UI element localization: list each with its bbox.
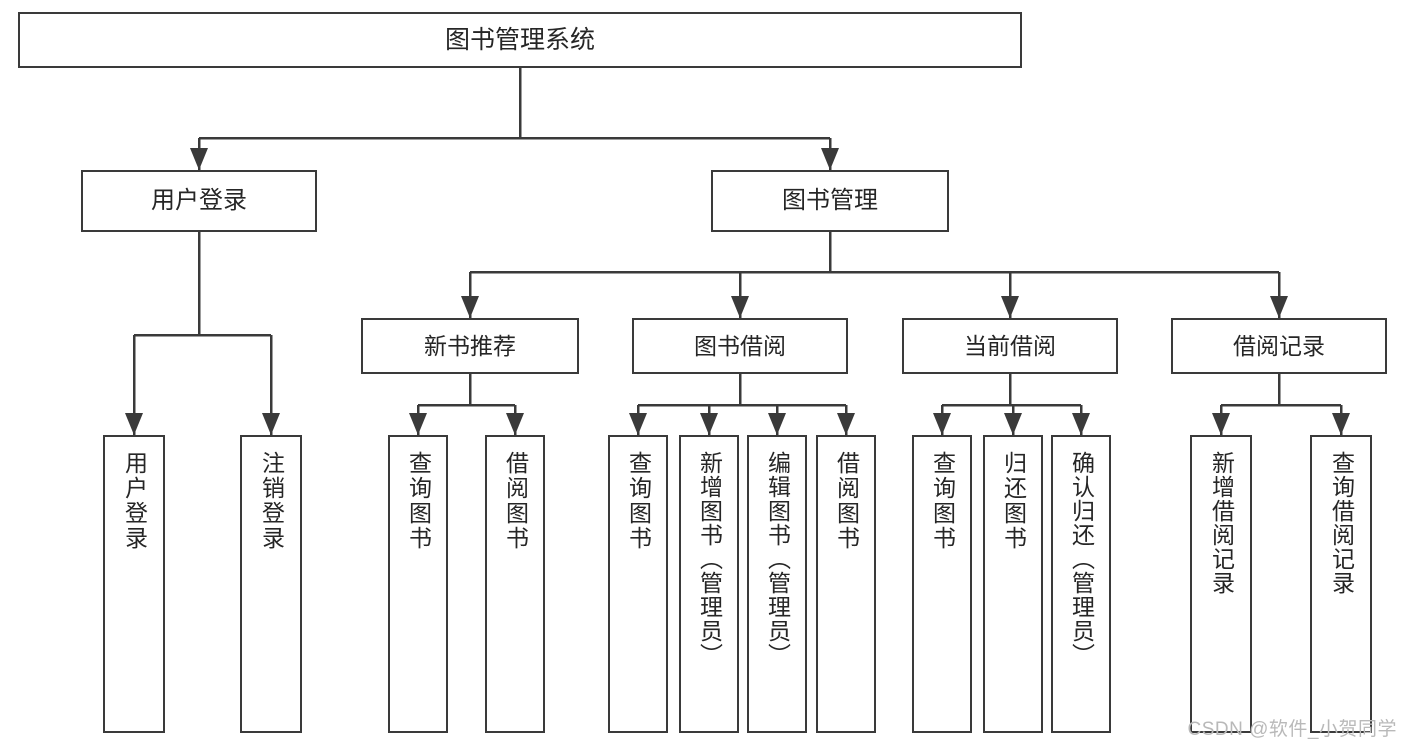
node-leaf_bb_edit[interactable]: 编辑图书（管理员） — [747, 435, 807, 733]
arrowhead — [1332, 413, 1350, 435]
arrowhead — [1072, 413, 1090, 435]
node-current_borrow[interactable]: 当前借阅 — [902, 318, 1118, 374]
arrowhead — [700, 413, 718, 435]
node-leaf_cb_confirm[interactable]: 确认归还（管理员） — [1051, 435, 1111, 733]
node-leaf_br_add[interactable]: 新增借阅记录 — [1190, 435, 1252, 733]
node-label: 用户登录 — [151, 187, 247, 215]
arrowhead — [933, 413, 951, 435]
node-user_login[interactable]: 用户登录 — [81, 170, 317, 232]
arrowhead — [768, 413, 786, 435]
node-label: 查询图书 — [405, 451, 432, 551]
node-leaf_bb_borrow[interactable]: 借阅图书 — [816, 435, 876, 733]
node-label: 借阅图书 — [502, 451, 529, 551]
node-label: 借阅记录 — [1233, 332, 1325, 359]
node-leaf_rec_borrow[interactable]: 借阅图书 — [485, 435, 545, 733]
node-book_borrow[interactable]: 图书借阅 — [632, 318, 848, 374]
arrowhead — [190, 148, 208, 170]
node-leaf_rec_query[interactable]: 查询图书 — [388, 435, 448, 733]
arrowhead — [125, 413, 143, 435]
node-leaf_bb_add[interactable]: 新增图书（管理员） — [679, 435, 739, 733]
node-label: 新增借阅记录 — [1208, 451, 1235, 595]
node-label: 用户登录 — [121, 451, 148, 551]
node-leaf_user_login[interactable]: 用户登录 — [103, 435, 165, 733]
node-label: 确认归还（管理员） — [1068, 451, 1095, 667]
node-leaf_bb_query[interactable]: 查询图书 — [608, 435, 668, 733]
arrowhead — [821, 148, 839, 170]
node-label: 图书借阅 — [694, 332, 786, 359]
node-label: 新书推荐 — [424, 332, 516, 359]
arrowhead — [731, 296, 749, 318]
arrowhead — [1212, 413, 1230, 435]
arrowhead — [409, 413, 427, 435]
node-leaf_cb_query[interactable]: 查询图书 — [912, 435, 972, 733]
watermark: CSDN @软件_小贺同学 — [1187, 719, 1397, 740]
node-leaf_cb_return[interactable]: 归还图书 — [983, 435, 1043, 733]
node-label: 图书管理系统 — [444, 25, 595, 54]
arrowhead — [506, 413, 524, 435]
node-label: 新增图书（管理员） — [696, 451, 723, 667]
node-label: 查询借阅记录 — [1328, 451, 1355, 595]
node-leaf_br_query[interactable]: 查询借阅记录 — [1310, 435, 1372, 733]
arrowhead — [1001, 296, 1019, 318]
node-borrow_record[interactable]: 借阅记录 — [1171, 318, 1387, 374]
node-book_manage[interactable]: 图书管理 — [711, 170, 949, 232]
node-label: 图书管理 — [782, 187, 878, 215]
arrowhead — [461, 296, 479, 318]
node-leaf_user_logout[interactable]: 注销登录 — [240, 435, 302, 733]
node-label: 查询图书 — [929, 451, 956, 551]
node-new_book_rec[interactable]: 新书推荐 — [361, 318, 579, 374]
arrowhead — [837, 413, 855, 435]
arrowhead — [1270, 296, 1288, 318]
arrowhead — [1004, 413, 1022, 435]
node-label: 查询图书 — [625, 451, 652, 551]
arrowhead — [262, 413, 280, 435]
node-label: 注销登录 — [258, 451, 285, 551]
node-label: 归还图书 — [1000, 451, 1027, 551]
node-root[interactable]: 图书管理系统 — [18, 12, 1022, 68]
arrowhead — [629, 413, 647, 435]
node-label: 当前借阅 — [964, 332, 1056, 359]
node-label: 编辑图书（管理员） — [764, 451, 791, 667]
node-label: 借阅图书 — [833, 451, 860, 551]
